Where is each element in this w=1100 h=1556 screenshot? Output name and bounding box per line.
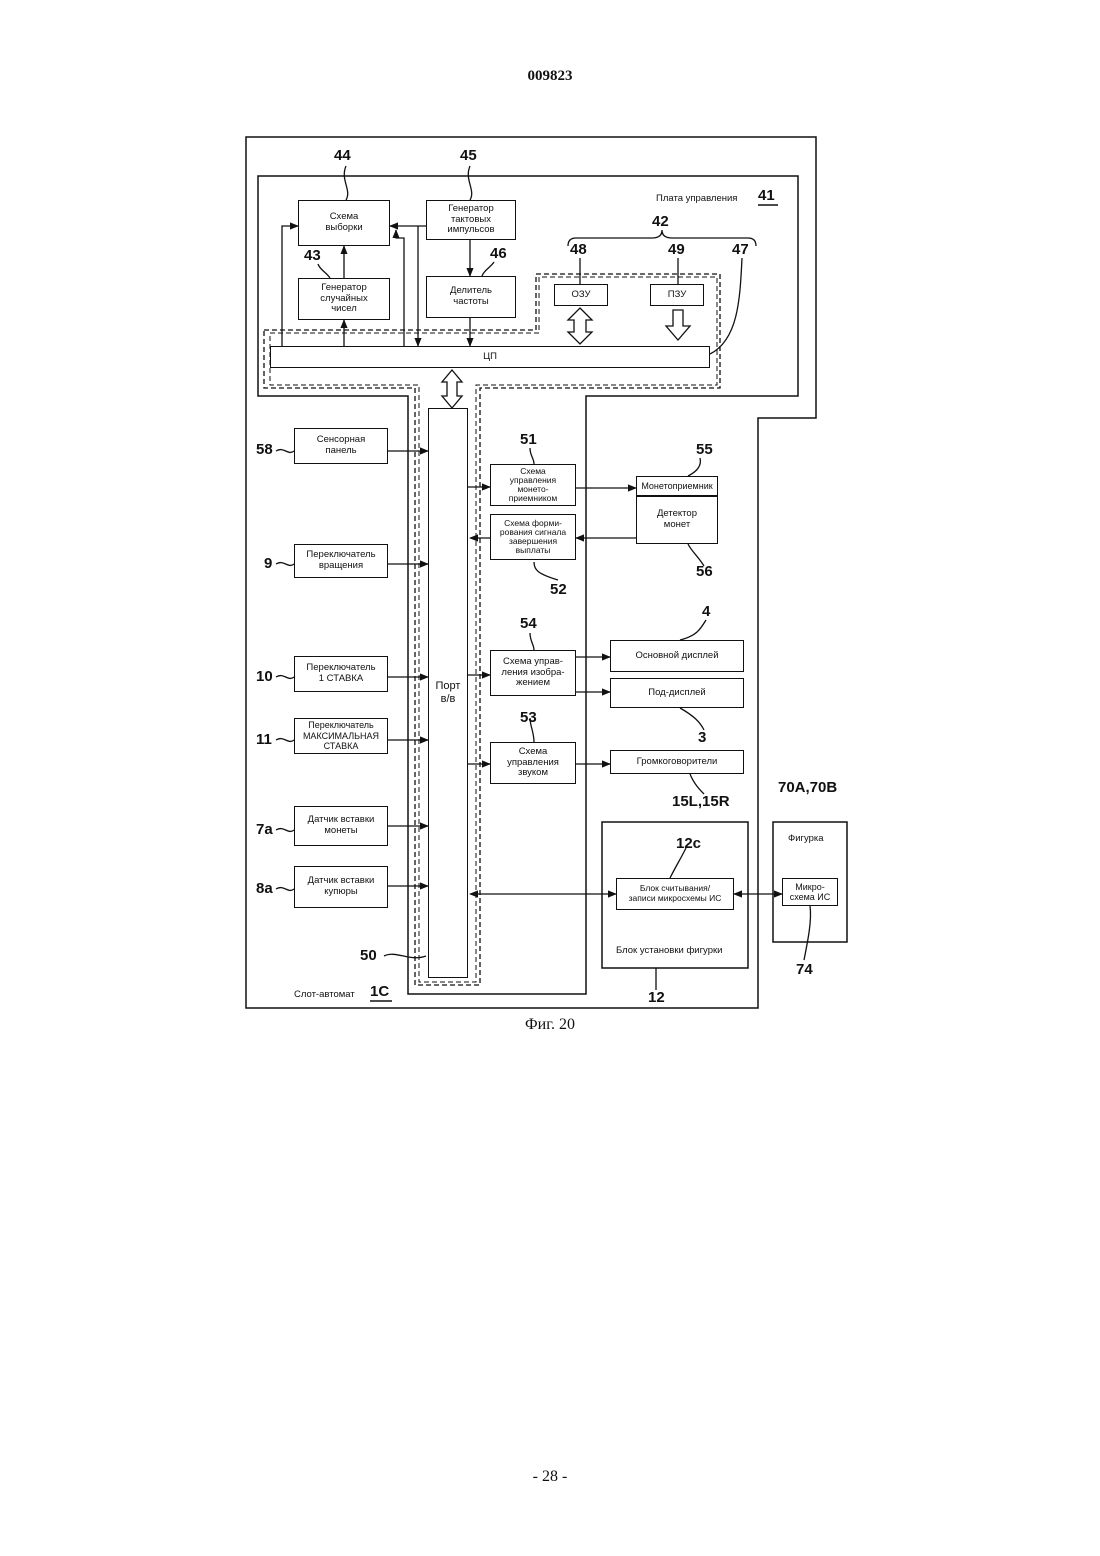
clock-generator: Генератор тактовых импульсов [426, 200, 516, 240]
speakers: Громкоговорители [610, 750, 744, 774]
sampling-circuit: Схема выборки [298, 200, 390, 246]
ref-11: 11 [256, 732, 272, 747]
ref-10: 10 [256, 669, 273, 684]
ref-49: 49 [668, 242, 685, 257]
rom-block: ПЗУ [650, 284, 704, 306]
ref-50: 50 [360, 948, 377, 963]
ref-44: 44 [334, 148, 351, 163]
ref-48: 48 [570, 242, 587, 257]
spin-switch: Переключатель вращения [294, 544, 388, 578]
ref-42: 42 [652, 214, 669, 229]
payout-signal-circuit: Схема форми- рования сигнала завершения … [490, 514, 576, 560]
coin-hopper: Монетоприемник [636, 476, 718, 496]
sub-display: Под-дисплей [610, 678, 744, 708]
page-number: - 28 - [0, 1468, 1100, 1486]
ref-74: 74 [796, 962, 813, 977]
figure-unit-label: Блок установки фигурки [616, 946, 722, 957]
ref-3: 3 [698, 730, 706, 745]
ic-chip: Микро- схема ИС [782, 878, 838, 906]
ref-41: 41 [758, 188, 775, 203]
random-generator: Генератор случайных чисел [298, 278, 390, 320]
figure-label: Фигурка [788, 834, 824, 845]
bill-insert-sensor: Датчик вставки купюры [294, 866, 388, 908]
ref-9: 9 [264, 556, 272, 571]
ref-7a: 7a [256, 822, 273, 837]
frequency-divider: Делитель частоты [426, 276, 516, 318]
max-bet-switch: Переключатель МАКСИМАЛЬНАЯ СТАВКА [294, 718, 388, 754]
ref-47: 47 [732, 242, 749, 257]
ref-53: 53 [520, 710, 537, 725]
rom-bus-arrow [666, 310, 690, 340]
bus-arrow [442, 370, 462, 408]
hopper-control-circuit: Схема управления монето- приемником [490, 464, 576, 506]
main-display: Основной дисплей [610, 640, 744, 672]
ram-bus-arrow [568, 308, 592, 344]
ref-12: 12 [648, 990, 665, 1005]
coin-insert-sensor: Датчик вставки монеты [294, 806, 388, 846]
io-port-block: Порт в/в [428, 408, 468, 978]
ref-51: 51 [520, 432, 537, 447]
sound-control-circuit: Схема управления звуком [490, 742, 576, 784]
coin-detector: Детектор монет [636, 496, 718, 544]
ref-52: 52 [550, 582, 567, 597]
ref-46: 46 [490, 246, 507, 261]
ref-56: 56 [696, 564, 713, 579]
image-control-circuit: Схема управ- ления изобра- жением [490, 650, 576, 696]
ref-70a-70b: 70A,70B [778, 780, 837, 795]
touch-panel: Сенсорная панель [294, 428, 388, 464]
ref-54: 54 [520, 616, 537, 631]
ref-8a: 8a [256, 881, 273, 896]
ref-1c: 1C [370, 984, 389, 999]
bet-1-switch: Переключатель 1 СТАВКА [294, 656, 388, 692]
ic-reader-writer: Блок считывания/ записи микросхемы ИС [616, 878, 734, 910]
ref-45: 45 [460, 148, 477, 163]
figure-caption: Фиг. 20 [0, 1016, 1100, 1034]
ref-58: 58 [256, 442, 273, 457]
control-board-label: Плата управления [656, 194, 737, 205]
ref-12c: 12c [676, 836, 701, 851]
ref-4: 4 [702, 604, 710, 619]
ref-43: 43 [304, 248, 321, 263]
ref-55: 55 [696, 442, 713, 457]
cpu-block: ЦП [270, 346, 710, 368]
slot-machine-label: Слот-автомат [294, 990, 355, 1001]
ref-15l-15r: 15L,15R [672, 794, 730, 809]
ram-block: ОЗУ [554, 284, 608, 306]
